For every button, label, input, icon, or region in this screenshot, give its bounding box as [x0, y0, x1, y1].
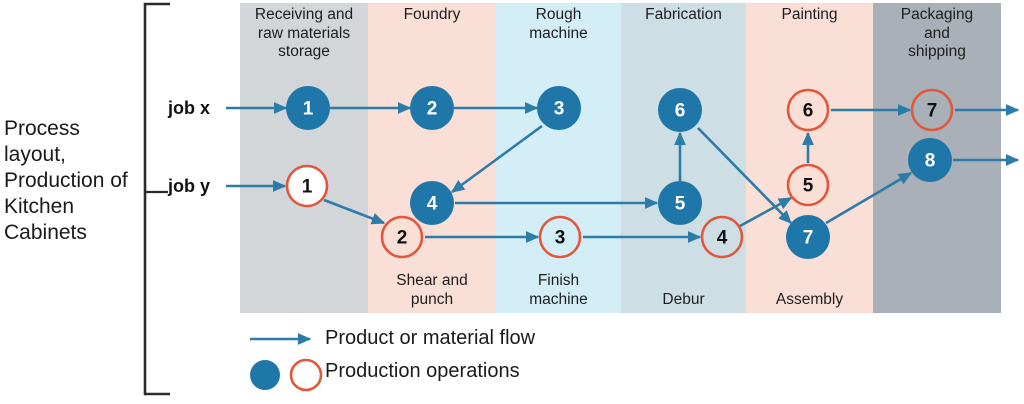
- node-x8[interactable]: 8: [908, 138, 952, 182]
- legend-ring-node-icon: [289, 358, 323, 392]
- band-sublabel-debur-line1: Debur: [662, 291, 705, 308]
- nodes: 1 2 3 4 5 6 7: [285, 86, 954, 259]
- node-x5[interactable]: 5: [658, 181, 702, 225]
- diagram-caption: Process layout, Production of Kitchen Ca…: [4, 117, 128, 244]
- node-y4-label: 4: [717, 228, 728, 249]
- node-y2[interactable]: 2: [380, 215, 424, 259]
- node-y2-label: 2: [397, 228, 408, 249]
- band-sublabel-finish-line2: machine: [529, 290, 588, 308]
- node-y1[interactable]: 1: [285, 164, 329, 208]
- band-title-rough-machine-line1: Rough: [535, 6, 582, 23]
- node-x3-label: 3: [554, 99, 565, 120]
- node-x7[interactable]: 7: [786, 215, 830, 259]
- band-title-packaging-line3: shipping: [908, 43, 966, 60]
- band-title-receiving-line2: raw materials: [257, 24, 351, 42]
- node-y6[interactable]: 6: [786, 88, 830, 132]
- band-title-painting-line1: Painting: [781, 6, 838, 23]
- band-title-packaging-line2: and: [924, 24, 950, 42]
- arrow-y-4-to-5: [739, 196, 793, 228]
- node-y5-label: 5: [803, 176, 814, 197]
- band-title-packaging-line1: Packaging: [900, 6, 974, 23]
- node-x8-label: 8: [925, 151, 936, 172]
- node-y7-label: 7: [927, 101, 938, 122]
- legend-filled-node-icon: [250, 360, 280, 390]
- job-y-label: job y: [168, 176, 211, 196]
- band-title-foundry-line1: Foundry: [403, 6, 461, 23]
- node-x1[interactable]: 1: [286, 86, 330, 130]
- band-receiving: [240, 3, 368, 313]
- band-title-receiving: Receiving and raw materials storage: [240, 6, 368, 62]
- band-title-fabrication: Fabrication: [621, 6, 746, 25]
- node-y4[interactable]: 4: [700, 215, 744, 259]
- band-title-receiving-line1: Receiving and: [254, 6, 354, 23]
- band-title-fabrication-line1: Fabrication: [645, 6, 722, 23]
- band-foundry: [368, 3, 496, 313]
- node-y6-label: 6: [803, 101, 814, 122]
- band-rough-machine: [496, 3, 621, 313]
- node-x6-label: 6: [675, 101, 686, 122]
- band-sublabel-shear-line2: punch: [410, 290, 454, 308]
- flow-arrows-job-y: [226, 104, 1020, 243]
- band-sublabel-shear-and-punch: Shear and punch: [368, 272, 496, 309]
- node-x6[interactable]: 6: [658, 88, 702, 132]
- node-y5[interactable]: 5: [786, 163, 830, 207]
- arrow-x-3-to-4: [450, 124, 543, 194]
- band-sublabel-assembly-line1: Assembly: [775, 291, 844, 308]
- node-x3[interactable]: 3: [537, 86, 581, 130]
- node-x4[interactable]: 4: [410, 181, 454, 225]
- band-sublabel-debur: Debur: [621, 291, 746, 310]
- band-sublabel-finish-machine: Finish machine: [496, 272, 621, 309]
- band-painting: [746, 3, 873, 313]
- band-title-packaging: Packaging and shipping: [873, 6, 1001, 62]
- node-y1-label: 1: [302, 177, 313, 198]
- band-title-foundry: Foundry: [368, 6, 496, 25]
- band-sublabel-shear-line1: Shear and: [396, 272, 468, 289]
- flow-arrows-job-x: [226, 102, 1020, 225]
- band-title-painting: Painting: [746, 6, 873, 25]
- arrow-y-1-to-2: [323, 198, 386, 225]
- node-x1-label: 1: [303, 99, 314, 120]
- job-x-label: job x: [168, 98, 211, 118]
- legend-flow-label: Product or material flow: [325, 327, 536, 349]
- band-sublabel-assembly: Assembly: [746, 291, 873, 310]
- arrow-x-7-to-8: [825, 171, 913, 225]
- node-y3[interactable]: 3: [538, 215, 582, 259]
- legend-symbols: [250, 333, 323, 392]
- caption-bracket: [143, 2, 170, 396]
- node-x2[interactable]: 2: [410, 86, 454, 130]
- band-title-rough-machine: Rough machine: [496, 6, 621, 43]
- band-title-receiving-line3: storage: [278, 43, 330, 60]
- band-fabrication: [621, 3, 746, 313]
- node-y7[interactable]: 7: [910, 88, 954, 132]
- band-title-rough-machine-line2: machine: [529, 24, 588, 42]
- node-x2-label: 2: [427, 99, 438, 120]
- node-y3-label: 3: [555, 228, 566, 249]
- node-x4-label: 4: [427, 194, 438, 215]
- node-x5-label: 5: [675, 194, 686, 215]
- band-sublabel-finish-line1: Finish: [537, 272, 580, 289]
- legend-operations-label: Production operations: [325, 360, 520, 382]
- node-x7-label: 7: [803, 228, 814, 249]
